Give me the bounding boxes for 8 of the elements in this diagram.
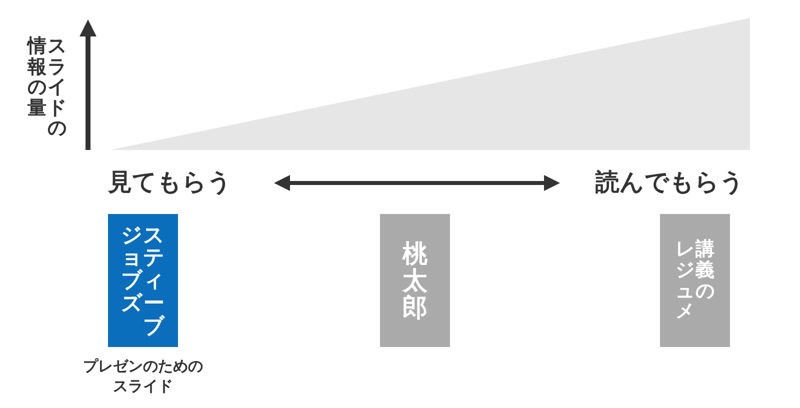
example-box: 桃太郎 bbox=[380, 214, 450, 347]
axis-label: スライドの情報の量 bbox=[26, 36, 68, 139]
example-box: スティーブジョブズ bbox=[108, 214, 178, 347]
end-label: 見てもらう bbox=[104, 166, 236, 198]
example-box: 講義のレジュメ bbox=[660, 214, 730, 347]
double-arrow bbox=[274, 175, 560, 191]
box-caption: プレゼンのためのスライド bbox=[82, 357, 204, 396]
end-label: 読んでもらう bbox=[590, 166, 750, 198]
